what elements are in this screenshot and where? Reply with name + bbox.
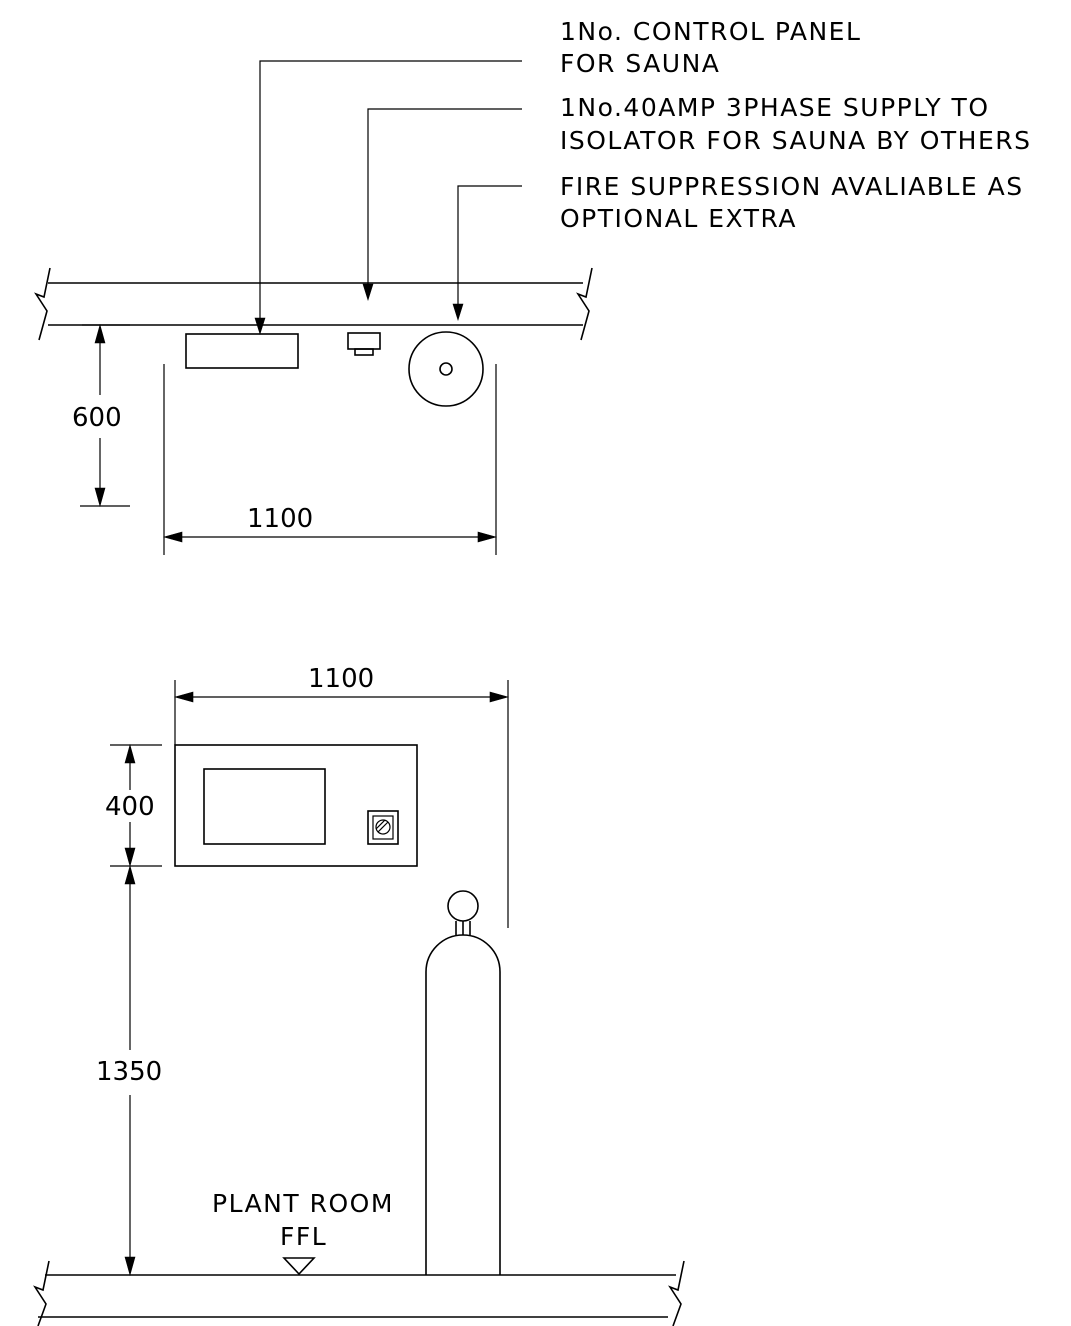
dimension-400-label: 400 bbox=[105, 792, 155, 822]
callout-fire-suppression-line1: FIRE SUPPRESSION AVALIABLE AS bbox=[560, 172, 1024, 201]
plan-wall bbox=[34, 267, 593, 341]
dimension-1100-elevation bbox=[173, 680, 510, 928]
elevation-control-panel bbox=[174, 744, 418, 867]
dimension-1100-plan bbox=[162, 364, 498, 555]
leader-control-panel bbox=[254, 60, 522, 336]
floor-label-line2: FFL bbox=[280, 1222, 327, 1251]
dimension-1350 bbox=[124, 864, 136, 1277]
callout-fire-suppression-line2: OPTIONAL EXTRA bbox=[560, 204, 797, 233]
elevation-fire-cylinder bbox=[425, 890, 501, 1275]
leader-fire-suppression bbox=[452, 185, 522, 322]
callout-control-panel-line2: FOR SAUNA bbox=[560, 49, 720, 78]
dimension-1350-label: 1350 bbox=[96, 1057, 162, 1087]
dimension-600-label: 600 bbox=[72, 403, 122, 433]
floor-label-line1: PLANT ROOM bbox=[212, 1189, 394, 1218]
plan-view: 1No. CONTROL PANEL FOR SAUNA 1No.40AMP 3… bbox=[34, 17, 1032, 555]
dimension-1100-plan-label: 1100 bbox=[247, 504, 313, 534]
elevation-floor bbox=[33, 1260, 685, 1326]
callout-isolator-line1: 1No.40AMP 3PHASE SUPPLY TO bbox=[560, 93, 990, 122]
plan-fire-cylinder bbox=[408, 331, 484, 407]
dimension-600 bbox=[80, 323, 130, 508]
ffl-level-marker-icon bbox=[282, 1257, 316, 1276]
isolator-switch-icon bbox=[367, 810, 399, 845]
plan-control-panel bbox=[185, 333, 299, 369]
plan-isolator bbox=[347, 332, 381, 356]
dimension-1100-elevation-label: 1100 bbox=[308, 664, 374, 694]
callout-isolator-line2: ISOLATOR FOR SAUNA BY OTHERS bbox=[560, 126, 1032, 155]
leader-isolator bbox=[362, 108, 522, 302]
panel-screen bbox=[203, 768, 326, 845]
callout-control-panel-line1: 1No. CONTROL PANEL bbox=[560, 17, 861, 46]
elevation-view: 1100 400 bbox=[33, 664, 685, 1326]
dimension-400 bbox=[110, 743, 162, 868]
